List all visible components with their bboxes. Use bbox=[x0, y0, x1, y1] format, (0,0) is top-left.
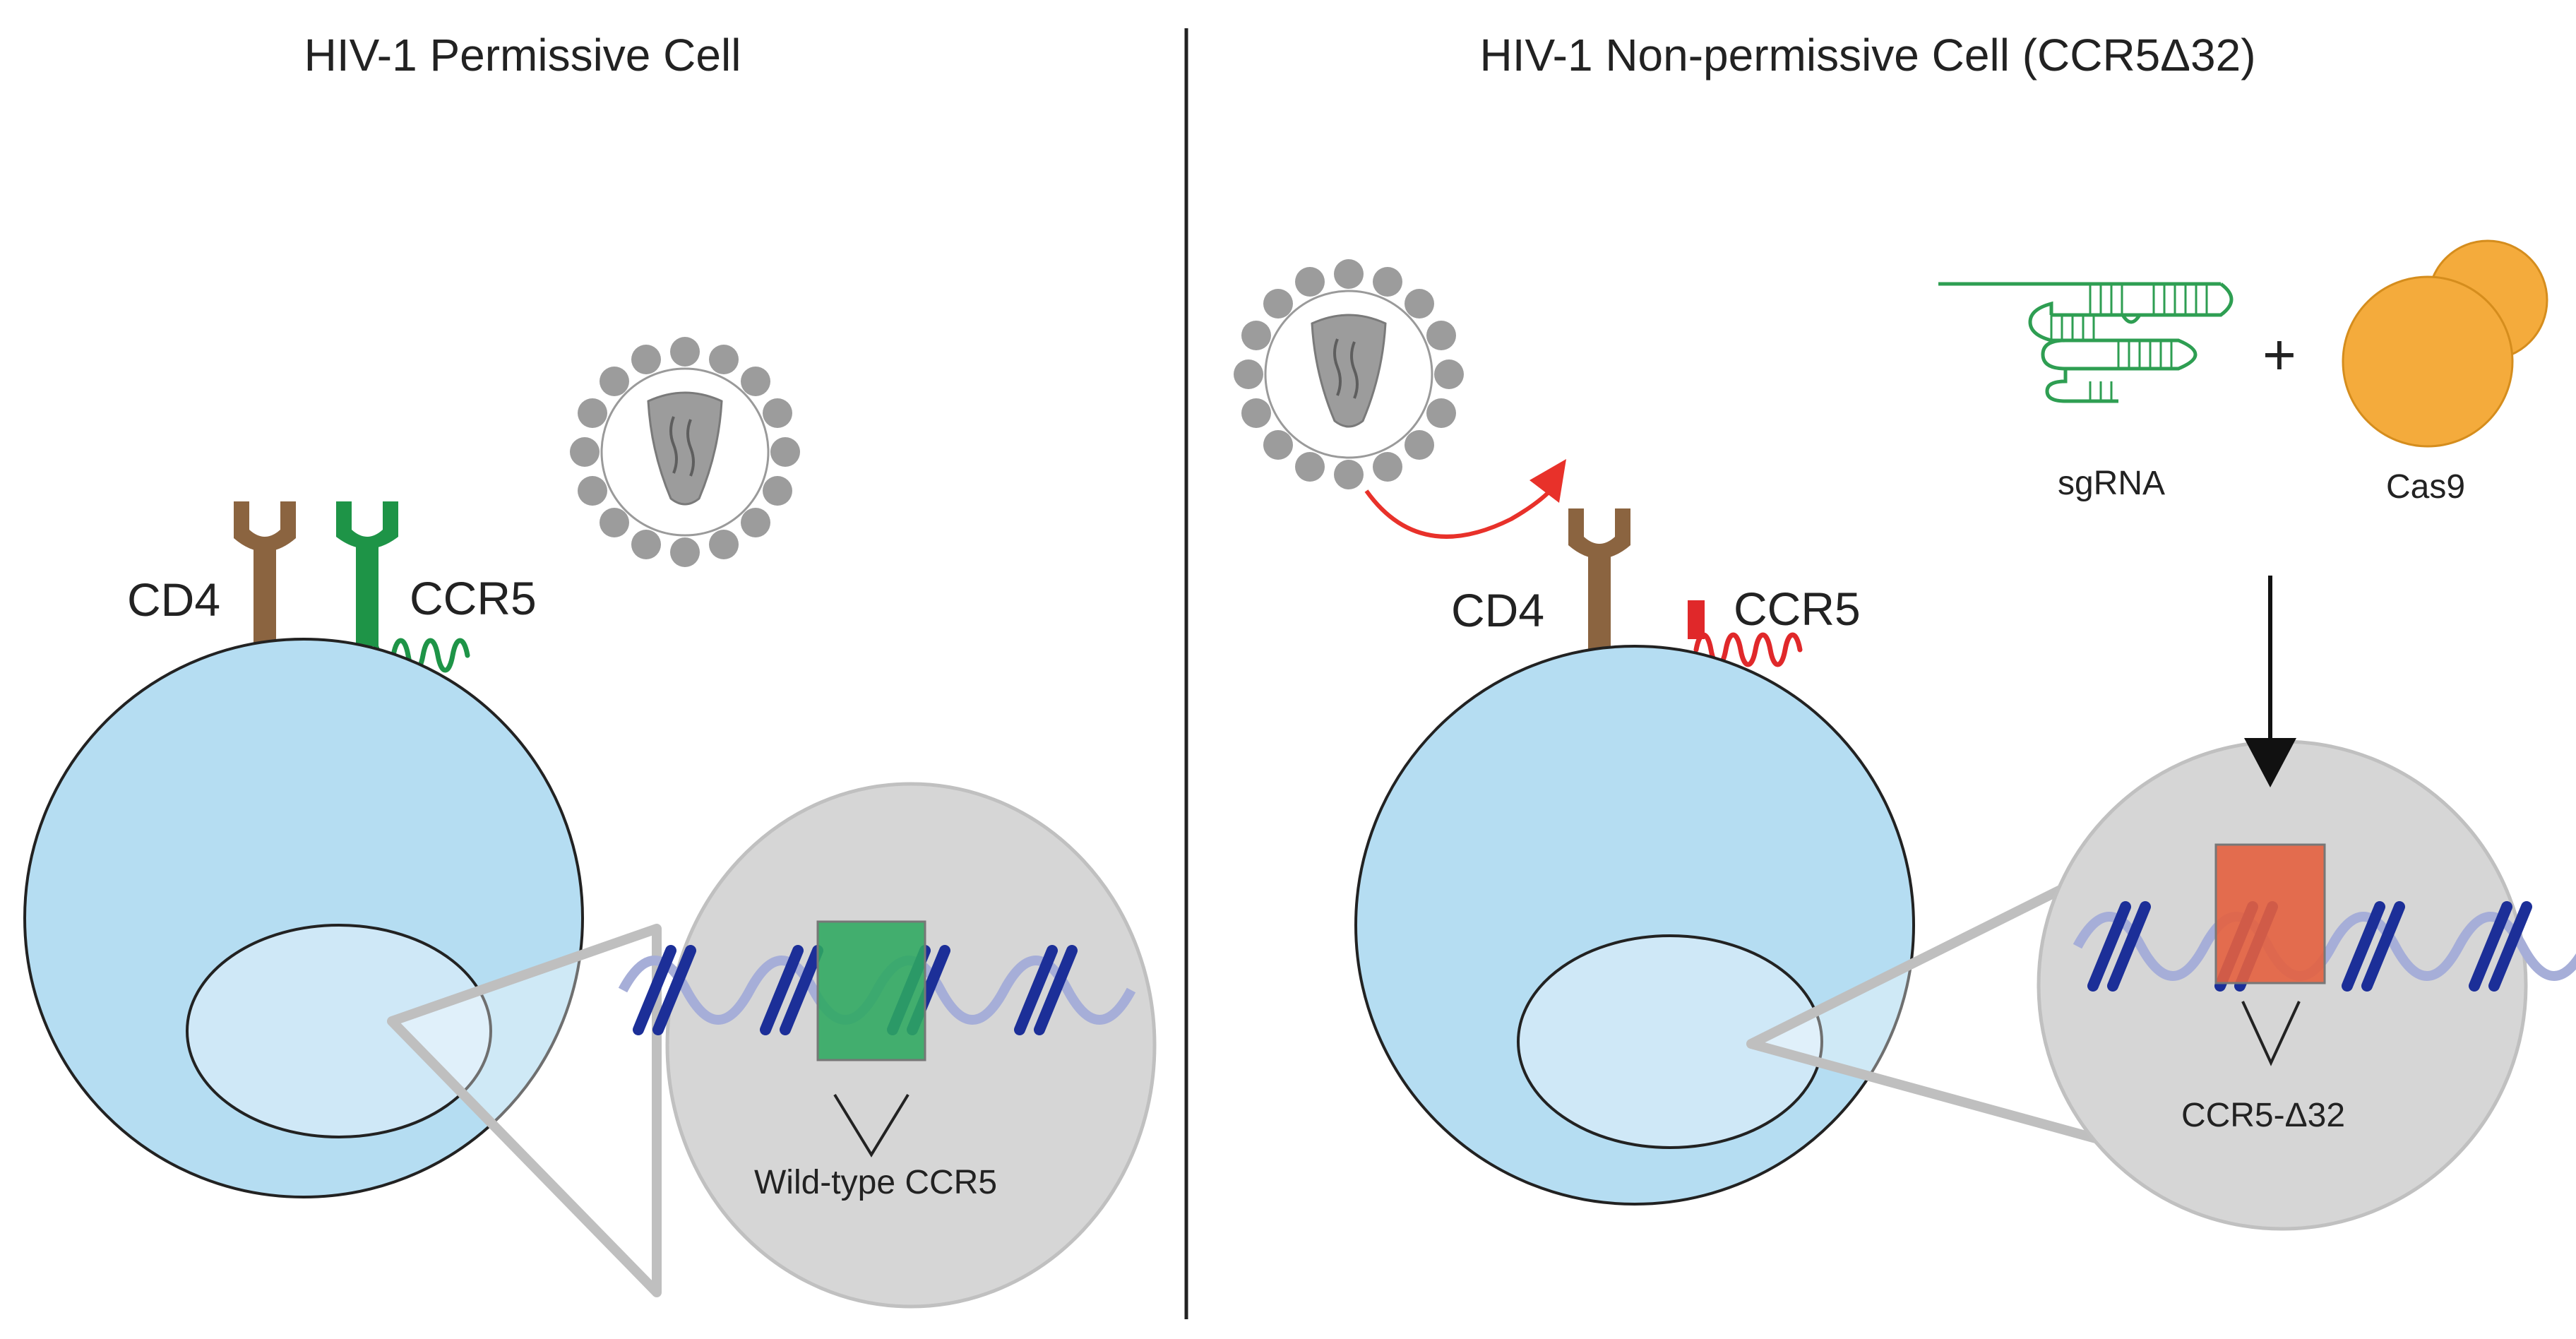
cas9-icon bbox=[2342, 239, 2548, 448]
ccr5-label: CCR5 bbox=[1734, 583, 1861, 635]
callout-lines bbox=[833, 1093, 910, 1158]
zoom-wedge bbox=[387, 924, 662, 1297]
cd4-receptor-icon bbox=[234, 501, 296, 650]
editing-arrow bbox=[2244, 576, 2296, 787]
right-panel: HIV-1 Non-permissive Cell (CCR5Δ32) CD4 … bbox=[1232, 30, 2576, 1231]
left-panel: HIV-1 Permissive Cell CD4 CCR5 Wild-type… bbox=[23, 30, 1157, 1309]
sgrna-icon bbox=[1938, 282, 2234, 403]
hiv-virion-icon bbox=[1232, 258, 1465, 491]
right-panel-title: HIV-1 Non-permissive Cell (CCR5Δ32) bbox=[1479, 30, 2255, 81]
hiv-virion-icon bbox=[568, 335, 801, 569]
ccr5-label: CCR5 bbox=[410, 572, 537, 624]
cas9-label: Cas9 bbox=[2386, 468, 2465, 506]
mutant-gene-box bbox=[2214, 843, 2326, 984]
sgrna-label: sgRNA bbox=[2058, 465, 2165, 502]
cd4-label: CD4 bbox=[127, 573, 220, 626]
ccr5-delta32-label: CCR5-Δ32 bbox=[2181, 1097, 2345, 1134]
callout-lines bbox=[2241, 1001, 2301, 1066]
cd4-label: CD4 bbox=[1451, 584, 1544, 636]
wildtype-ccr5-label: Wild-type CCR5 bbox=[754, 1164, 997, 1201]
wildtype-gene-box bbox=[816, 920, 926, 1061]
nucleus bbox=[186, 924, 492, 1138]
left-panel-title: HIV-1 Permissive Cell bbox=[304, 30, 741, 81]
plus-sign: + bbox=[2262, 323, 2296, 387]
nucleus bbox=[1517, 934, 1823, 1149]
ccr5-wildtype-receptor-icon bbox=[336, 501, 467, 670]
entry-blocked-arrow bbox=[1364, 459, 1566, 539]
ccr5-truncated-receptor-icon bbox=[1688, 600, 1800, 665]
cd4-receptor-icon bbox=[1568, 508, 1630, 657]
